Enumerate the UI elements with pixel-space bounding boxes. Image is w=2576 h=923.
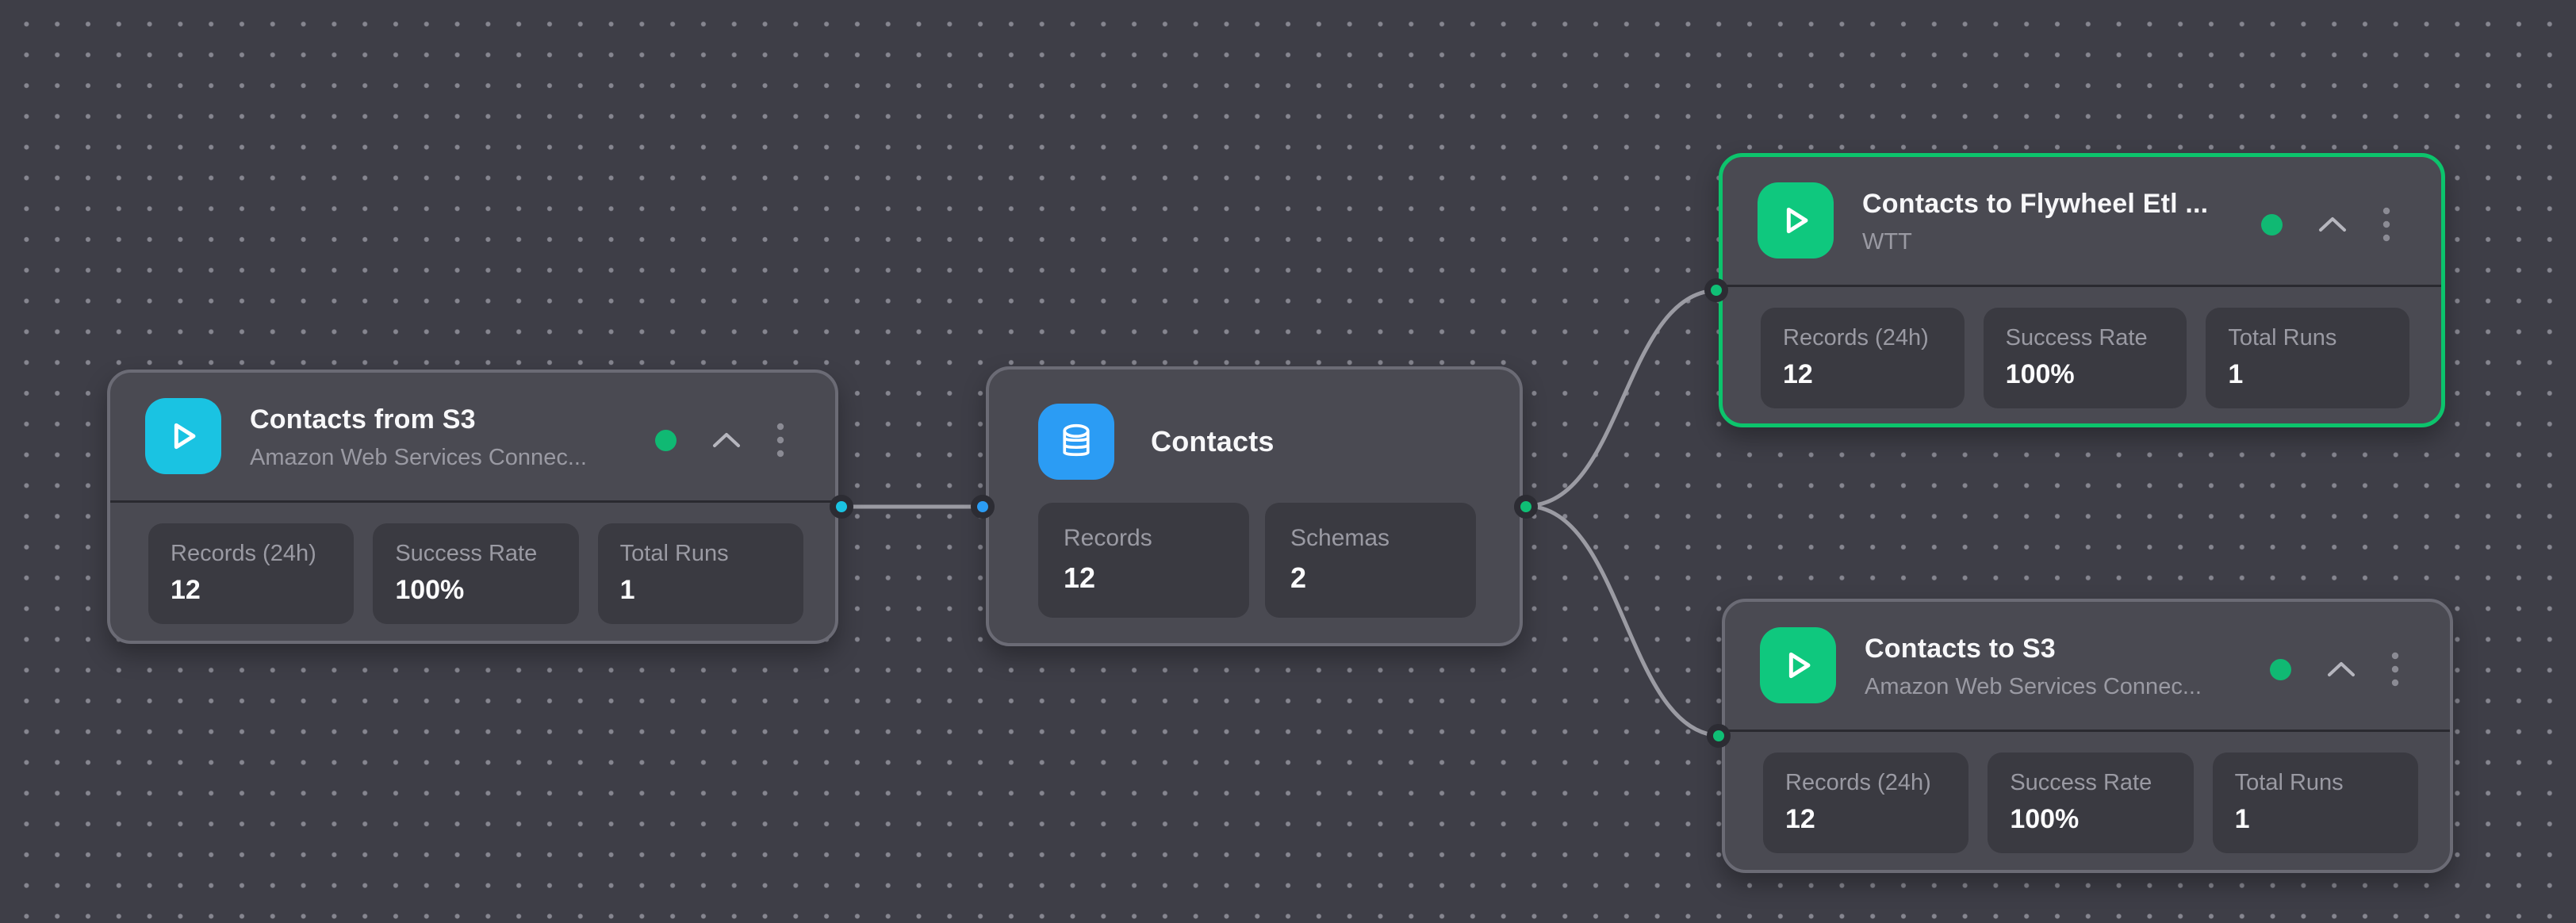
- node-controls: [655, 398, 784, 458]
- stat-label: Records (24h): [171, 541, 316, 566]
- stat-card: Records (24h) 12: [1761, 308, 1965, 408]
- stat-label: Records: [1064, 525, 1152, 551]
- stat-label: Success Rate: [2005, 325, 2148, 350]
- stat-label: Schemas: [1290, 525, 1390, 551]
- stat-card: Success Rate 100%: [1983, 308, 2187, 408]
- stat-value: 12: [1785, 804, 1815, 834]
- node-contacts-from-s3[interactable]: Contacts from S3 Amazon Web Services Con…: [107, 370, 853, 644]
- node-menu-button[interactable]: [2382, 206, 2390, 243]
- divider: [1725, 730, 2450, 732]
- stats-row: Records (24h) 12 Success Rate 100% Total…: [1725, 732, 2450, 853]
- node-title: Contacts to Flywheel Etl ...: [1862, 189, 2209, 219]
- node-header: Contacts: [989, 370, 1520, 480]
- stat-card: Total Runs 1: [2212, 753, 2418, 853]
- stat-label: Success Rate: [2010, 770, 2152, 795]
- play-icon: [1758, 182, 1834, 259]
- chevron-up-icon: [2328, 662, 2355, 676]
- node-header: Contacts from S3 Amazon Web Services Con…: [110, 373, 835, 474]
- collapse-button[interactable]: [710, 430, 743, 450]
- stat-card: Success Rate 100%: [373, 523, 579, 624]
- edge-contacts-to-s3[interactable]: [1523, 504, 1725, 738]
- divider: [110, 500, 835, 503]
- divider: [1723, 285, 2441, 287]
- stat-value: 100%: [2010, 804, 2080, 834]
- stat-card: Records (24h) 12: [1763, 753, 1969, 853]
- play-icon: [1760, 627, 1836, 703]
- output-handle[interactable]: [1514, 494, 1538, 519]
- stat-value: 1: [619, 575, 635, 605]
- stat-card: Success Rate 100%: [1988, 753, 2194, 853]
- node-contacts-to-s3[interactable]: Contacts to S3 Amazon Web Services Conne…: [1707, 599, 2453, 873]
- node-controls: [2270, 627, 2399, 687]
- output-handle[interactable]: [830, 495, 853, 519]
- stat-value: 12: [1783, 359, 1813, 389]
- status-dot: [2270, 658, 2291, 680]
- input-handle[interactable]: [971, 494, 995, 519]
- node-title: Contacts: [1151, 425, 1275, 458]
- play-icon: [145, 398, 221, 474]
- stat-label: Total Runs: [2228, 325, 2337, 350]
- stat-value: 100%: [395, 575, 465, 605]
- edge-contacts-to-flywheel-etl[interactable]: [1523, 288, 1722, 508]
- stat-value: 1: [2234, 804, 2250, 834]
- title-block: Contacts from S3 Amazon Web Services Con…: [250, 398, 587, 471]
- node-subtitle: Amazon Web Services Connec...: [1865, 674, 2202, 699]
- kebab-menu-icon: [2382, 207, 2390, 242]
- node-contacts-to-flywheel-etl[interactable]: Contacts to Flywheel Etl ... WTT Records…: [1704, 153, 2445, 427]
- stat-card: Records 12: [1038, 503, 1249, 618]
- stats-row: Records 12 Schemas 2: [989, 480, 1520, 618]
- stat-card: Total Runs 1: [2206, 308, 2410, 408]
- stats-row: Records (24h) 12 Success Rate 100% Total…: [1723, 287, 2441, 408]
- title-block: Contacts to Flywheel Etl ... WTT: [1862, 182, 2208, 255]
- stat-label: Records (24h): [1785, 770, 1931, 795]
- stat-value: 12: [1064, 561, 1096, 594]
- database-icon: [1038, 404, 1114, 480]
- input-handle[interactable]: [1704, 278, 1728, 302]
- node-menu-button[interactable]: [2391, 651, 2399, 687]
- node-subtitle: Amazon Web Services Connec...: [250, 445, 587, 470]
- chevron-up-icon: [2319, 217, 2346, 232]
- stat-value: 100%: [2005, 359, 2075, 389]
- collapse-button[interactable]: [2325, 659, 2358, 680]
- title-block: Contacts to S3 Amazon Web Services Conne…: [1865, 627, 2202, 700]
- stat-label: Total Runs: [2234, 770, 2344, 795]
- node-contacts[interactable]: Contacts Records 12 Schemas 2: [971, 366, 1538, 646]
- stat-label: Total Runs: [619, 541, 729, 566]
- node-title: Contacts from S3: [250, 404, 476, 435]
- node-header: Contacts to Flywheel Etl ... WTT: [1723, 157, 2441, 259]
- title-block: Contacts: [1151, 425, 1275, 458]
- status-dot: [2261, 213, 2283, 236]
- stat-value: 1: [2228, 359, 2244, 389]
- input-handle[interactable]: [1707, 724, 1731, 748]
- kebab-menu-icon: [776, 423, 784, 458]
- stat-label: Success Rate: [395, 541, 538, 566]
- stat-card: Records (24h) 12: [148, 523, 355, 624]
- collapse-button[interactable]: [2316, 214, 2349, 235]
- node-title: Contacts to S3: [1865, 634, 2056, 664]
- node-header: Contacts to S3 Amazon Web Services Conne…: [1725, 602, 2450, 703]
- node-menu-button[interactable]: [776, 422, 784, 458]
- stat-card: Total Runs 1: [597, 523, 803, 624]
- stat-label: Records (24h): [1783, 325, 1929, 350]
- stat-value: 2: [1290, 561, 1307, 594]
- stats-row: Records (24h) 12 Success Rate 100% Total…: [110, 503, 835, 624]
- chevron-up-icon: [713, 433, 740, 447]
- stat-card: Schemas 2: [1265, 503, 1476, 618]
- node-controls: [2261, 182, 2390, 243]
- stat-value: 12: [171, 575, 201, 605]
- status-dot: [655, 429, 677, 451]
- kebab-menu-icon: [2391, 652, 2399, 687]
- node-subtitle: WTT: [1862, 229, 1912, 255]
